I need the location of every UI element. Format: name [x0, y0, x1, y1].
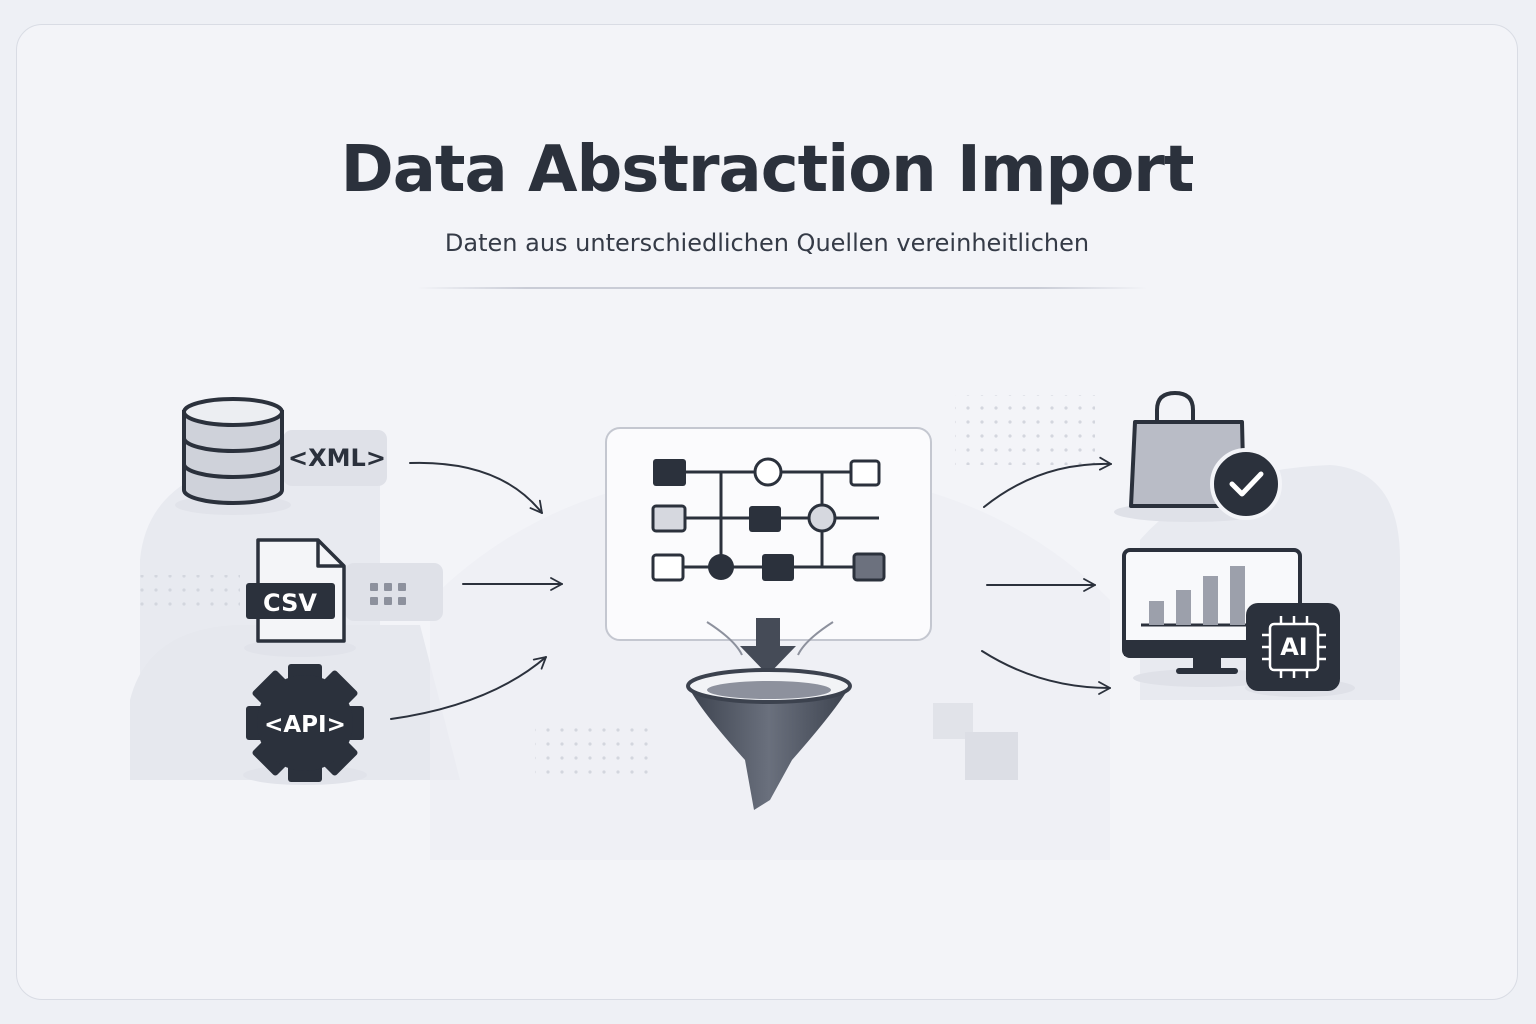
arrow-xml-to-core [409, 461, 543, 514]
input-arrows [390, 461, 563, 720]
arrow-down-icon [706, 618, 834, 675]
title-divider [417, 287, 1147, 289]
page-subtitle: Daten aus unterschiedlichen Quellen vere… [444, 229, 1090, 257]
monitor-chart-icon [1122, 548, 1302, 687]
check-icon [1210, 448, 1282, 520]
arrow-core-to-shop [983, 456, 1112, 508]
xml-label: <XML> [288, 444, 386, 472]
ai-label: AI [1280, 633, 1308, 661]
funnel-icon [686, 668, 852, 810]
file-icon [244, 538, 443, 657]
arrow-core-to-ai [981, 650, 1111, 695]
arrow-api-to-core [390, 656, 547, 720]
data-mapping-grid-icon [605, 427, 932, 641]
gear-icon [243, 664, 367, 785]
csv-label: CSV [263, 589, 317, 617]
api-label: <API> [264, 712, 346, 738]
ai-chip-icon [1245, 603, 1355, 697]
output-arrows [981, 456, 1112, 695]
database-icon [175, 397, 387, 515]
page-title: Data Abstraction Import [340, 133, 1195, 207]
